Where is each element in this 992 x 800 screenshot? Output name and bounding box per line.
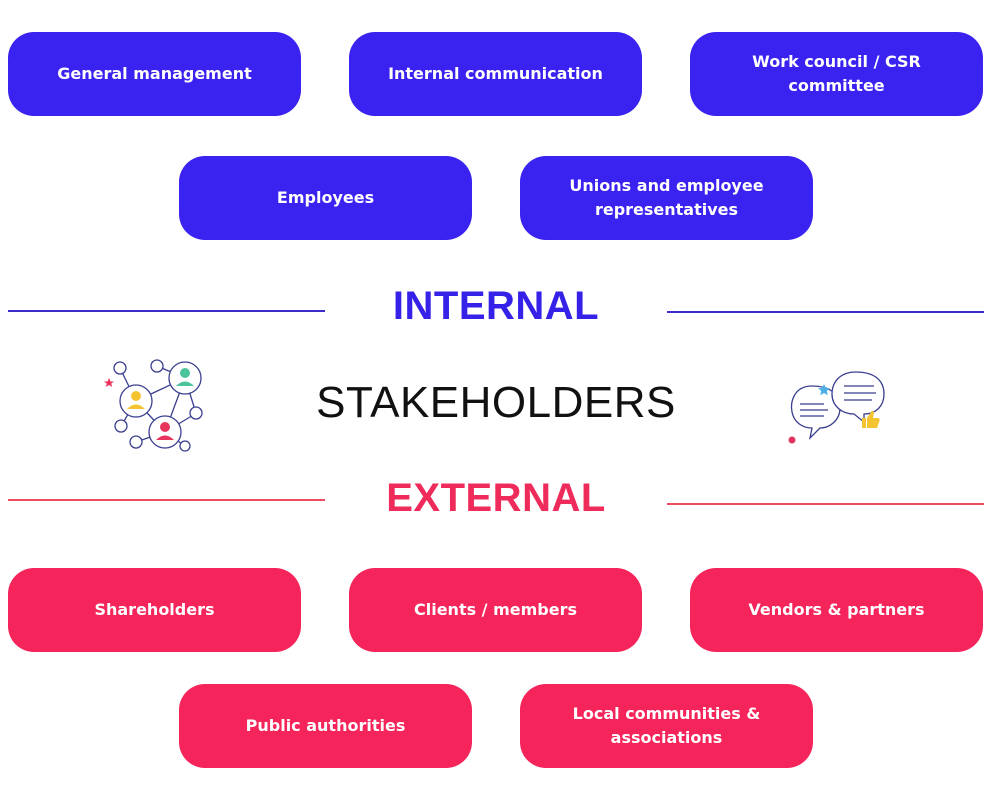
external-heading: EXTERNAL <box>386 476 606 520</box>
external-stakeholder-box: Public authorities <box>179 684 472 768</box>
internal-stakeholder-box: Employees <box>179 156 472 240</box>
external-stakeholder-label: Public authorities <box>245 716 406 735</box>
external-divider-left <box>8 499 325 501</box>
external-divider-right <box>667 503 984 505</box>
internal-divider-right <box>667 311 984 313</box>
external-stakeholder-box: Local communities & associations <box>520 684 813 768</box>
internal-heading: INTERNAL <box>392 284 600 328</box>
internal-stakeholder-label: Work council / CSR committee <box>752 52 921 95</box>
internal-stakeholder-box: Work council / CSR committee <box>690 32 983 116</box>
internal-stakeholder-label: Unions and employee representatives <box>569 176 764 219</box>
internal-stakeholder-label: Internal communication <box>388 64 603 83</box>
external-stakeholder-box: Shareholders <box>8 568 301 652</box>
network-people-icon <box>100 356 215 454</box>
internal-stakeholder-box: General management <box>8 32 301 116</box>
internal-stakeholder-label: Employees <box>276 188 375 207</box>
external-stakeholder-label: Local communities & associations <box>572 704 761 747</box>
internal-stakeholder-box: Unions and employee representatives <box>520 156 813 240</box>
external-stakeholder-label: Shareholders <box>94 600 215 619</box>
chat-bubbles-icon <box>784 368 889 448</box>
external-stakeholder-label: Clients / members <box>413 600 578 619</box>
external-stakeholder-label: Vendors & partners <box>748 600 925 619</box>
external-stakeholder-box: Vendors & partners <box>690 568 983 652</box>
internal-stakeholder-label: General management <box>57 64 252 83</box>
external-stakeholder-box: Clients / members <box>349 568 642 652</box>
internal-stakeholder-box: Internal communication <box>349 32 642 116</box>
internal-divider-left <box>8 310 325 312</box>
stakeholders-title: STAKEHOLDERS <box>316 378 676 427</box>
